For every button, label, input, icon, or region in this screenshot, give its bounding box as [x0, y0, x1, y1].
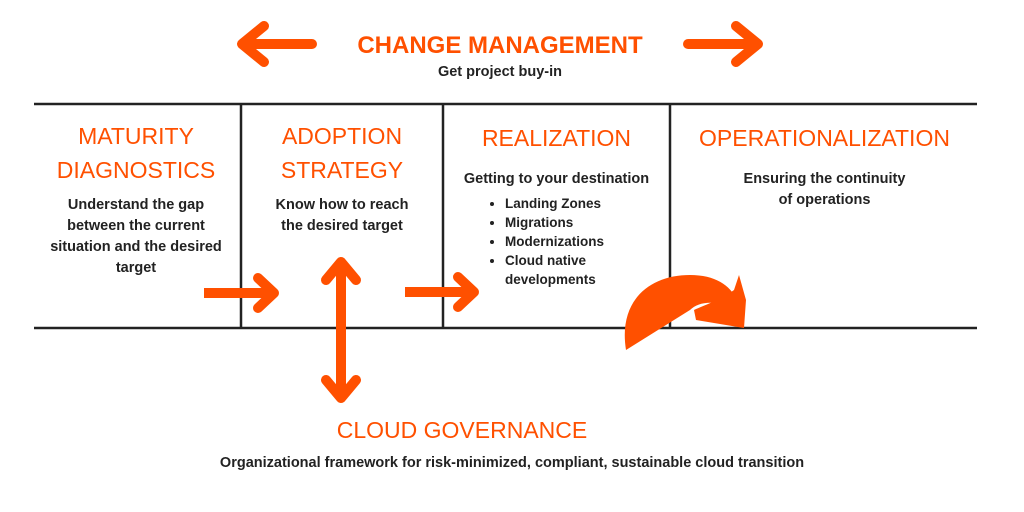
- change-management-subtitle: Get project buy-in: [437, 64, 563, 80]
- right-arrow-icon: [405, 272, 479, 312]
- list-item: Modernizations: [505, 232, 668, 251]
- right-arrow-icon: [683, 21, 763, 67]
- list-item: Landing Zones: [505, 194, 668, 213]
- column-operationalization: OPERATIONALIZATION Ensuring the continui…: [672, 121, 977, 211]
- column-description: Ensuring the continuity: [743, 171, 906, 187]
- column-realization: REALIZATION Getting to your destination …: [445, 121, 668, 289]
- column-adoption-strategy: ADOPTION STRATEGY Know how to reach the …: [243, 119, 441, 237]
- cloud-governance-subtitle: Organizational framework for risk-minimi…: [219, 455, 805, 471]
- column-description: Know how to reach the desired target: [275, 197, 409, 234]
- right-arrow-icon: [204, 273, 279, 313]
- change-management-title: CHANGE MANAGEMENT: [357, 32, 643, 59]
- column-title: DIAGNOSTICS: [56, 157, 216, 183]
- cloud-governance-title: CLOUD GOVERNANCE: [336, 417, 588, 443]
- column-title: OPERATIONALIZATION: [699, 125, 950, 151]
- column-description: of operations: [778, 192, 871, 208]
- vertical-double-arrow-icon: [321, 257, 361, 403]
- column-maturity-diagnostics: MATURITY DIAGNOSTICS Understand the gap …: [36, 119, 236, 279]
- curved-arrow-icon: [624, 275, 746, 350]
- column-title: REALIZATION: [481, 125, 632, 151]
- column-title: STRATEGY: [280, 157, 404, 183]
- column-description: Getting to your destination: [463, 171, 650, 187]
- realization-list: Landing Zones Migrations Modernizations …: [489, 194, 668, 289]
- column-description: Understand the gap between the current s…: [50, 197, 222, 276]
- column-title: MATURITY: [78, 123, 194, 149]
- column-title: ADOPTION: [281, 123, 403, 149]
- list-item: Cloud native developments: [505, 251, 668, 289]
- left-arrow-icon: [237, 21, 317, 67]
- list-item: Migrations: [505, 213, 668, 232]
